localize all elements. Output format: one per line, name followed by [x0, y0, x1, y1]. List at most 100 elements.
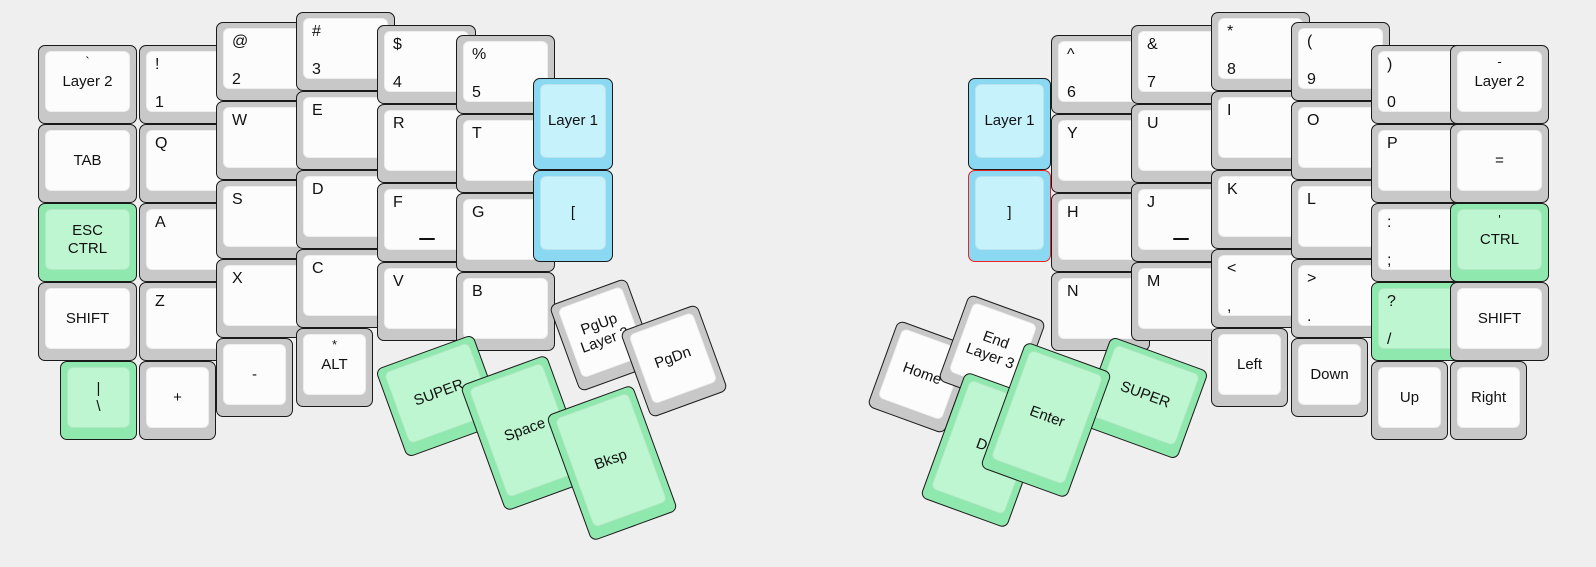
legend-base: A: [155, 214, 166, 231]
key-legends: H: [1059, 200, 1142, 259]
key-legends: E: [304, 98, 387, 157]
legend-base: /: [1387, 331, 1392, 348]
legend-shifted: >: [1307, 270, 1317, 287]
legend-base: Z: [155, 293, 165, 310]
key-legends: =: [1458, 131, 1541, 190]
key-legends: -Layer 2: [1458, 52, 1541, 111]
legend-base: D: [312, 181, 324, 198]
key-legends: I: [1219, 98, 1302, 157]
key-r-c6-r1[interactable]: =: [1450, 124, 1549, 203]
legend-shifted: ^: [1067, 46, 1075, 63]
legend-top: `: [85, 54, 90, 69]
keycap-surface: V: [384, 268, 469, 329]
key-l-c0-r0[interactable]: `Layer 2: [38, 45, 137, 124]
key-r-c3-r4[interactable]: Left: [1211, 328, 1288, 407]
legend-base: O: [1307, 112, 1320, 129]
key-legends: N: [1059, 279, 1142, 338]
keycap-surface: +: [146, 367, 209, 428]
keycap-surface: :;: [1378, 209, 1463, 270]
key-r-c6-r3[interactable]: SHIFT: [1450, 282, 1549, 361]
keycap-surface: *ALT: [303, 334, 366, 395]
legend-base: J: [1147, 194, 1155, 211]
keycap-surface: SHIFT: [1457, 288, 1542, 349]
key-r-c0-r0[interactable]: Layer 1: [968, 78, 1051, 170]
key-legends: [: [541, 177, 605, 249]
key-legends: Layer 1: [541, 85, 605, 157]
legend-shifted: <: [1227, 260, 1237, 277]
legend-top: ': [1498, 212, 1501, 227]
key-legends: Left: [1219, 335, 1280, 394]
legend-main: =: [1495, 151, 1504, 169]
key-legends: K: [1219, 177, 1302, 236]
key-l-c3-r0[interactable]: #3: [296, 12, 395, 91]
legend-shifted: &: [1147, 36, 1158, 53]
legend-line-1: ESC: [72, 222, 103, 240]
keycap-surface: Down: [1298, 344, 1361, 405]
key-l-c5-r3[interactable]: B: [456, 272, 555, 351]
legend-base: 9: [1307, 71, 1316, 88]
key-l-c0-r4[interactable]: |\: [60, 361, 137, 440]
legend-base: ;: [1387, 252, 1392, 269]
legend-base: 0: [1387, 94, 1396, 111]
key-r-c6-r0[interactable]: -Layer 2: [1450, 45, 1549, 124]
keycap-surface: Layer 1: [540, 84, 606, 158]
legend-main: Layer 2: [1474, 72, 1525, 90]
key-r-c1-r2[interactable]: H: [1051, 193, 1150, 272]
key-legends: *8: [1219, 19, 1302, 78]
keycap-surface: L: [1298, 186, 1383, 247]
keycap-surface: W: [223, 107, 308, 168]
legend-base: N: [1067, 283, 1079, 300]
legend-base: R: [393, 115, 405, 132]
key-legends: -: [224, 345, 285, 404]
key-l-c0-r3[interactable]: SHIFT: [38, 282, 137, 361]
legend-base: K: [1227, 181, 1238, 198]
legend-base: ,: [1227, 298, 1232, 315]
key-legends: SUPER: [1091, 345, 1199, 445]
keycap-surface: SUPER: [1089, 344, 1201, 447]
key-l-c6-r1[interactable]: [: [533, 170, 613, 262]
key-l-c3-r4[interactable]: *ALT: [296, 328, 373, 407]
key-r-c5-r4[interactable]: Up: [1371, 361, 1448, 440]
legend-main: Layer 1: [984, 112, 1035, 130]
key-l-c2-r4[interactable]: -: [216, 338, 293, 417]
key-r-c6-r2[interactable]: ' CTRL: [1450, 203, 1549, 282]
key-legends: P: [1379, 131, 1462, 190]
key-r-c6-r4[interactable]: Right: [1450, 361, 1527, 440]
key-l-c6-r0[interactable]: Layer 1: [533, 78, 613, 170]
legend-base: U: [1147, 115, 1159, 132]
legend-base: I: [1227, 102, 1232, 119]
keycap-surface: $4: [384, 31, 469, 92]
keycap-surface: M: [1138, 268, 1223, 329]
key-l-c1-r4[interactable]: +: [139, 361, 216, 440]
legend-base: L: [1307, 191, 1316, 208]
legend-base: P: [1387, 135, 1398, 152]
keycap-surface: TAB: [45, 130, 130, 191]
keycap-surface: U: [1138, 110, 1223, 171]
key-legends: Right: [1458, 368, 1519, 427]
key-r-c4-r4[interactable]: Down: [1291, 338, 1368, 417]
key-r-c0-r1[interactable]: ]: [968, 170, 1051, 262]
key-legends: Layer 1: [976, 85, 1043, 157]
key-legends: S: [224, 187, 307, 246]
key-r-c5-r0[interactable]: )0: [1371, 45, 1470, 124]
key-legends: D: [304, 177, 387, 236]
homing-bar-icon: [418, 238, 435, 240]
legend-base: F: [393, 194, 403, 211]
key-r-c1-r1[interactable]: Y: [1051, 114, 1150, 193]
legend-base: 5: [472, 84, 481, 101]
keycap-surface: S: [223, 186, 308, 247]
legend-base: 6: [1067, 84, 1076, 101]
legend-main: CTRL: [1479, 230, 1520, 248]
key-l-c0-r1[interactable]: TAB: [38, 124, 137, 203]
legend-base: 7: [1147, 74, 1156, 91]
legend-main: Layer 1: [547, 112, 599, 130]
key-legends: |\: [68, 368, 129, 427]
key-legends: ' CTRL: [1458, 210, 1541, 269]
keycap-surface: X: [223, 265, 308, 326]
legend-shifted: *: [1227, 23, 1234, 40]
key-r-c4-r0[interactable]: (9: [1291, 22, 1390, 101]
